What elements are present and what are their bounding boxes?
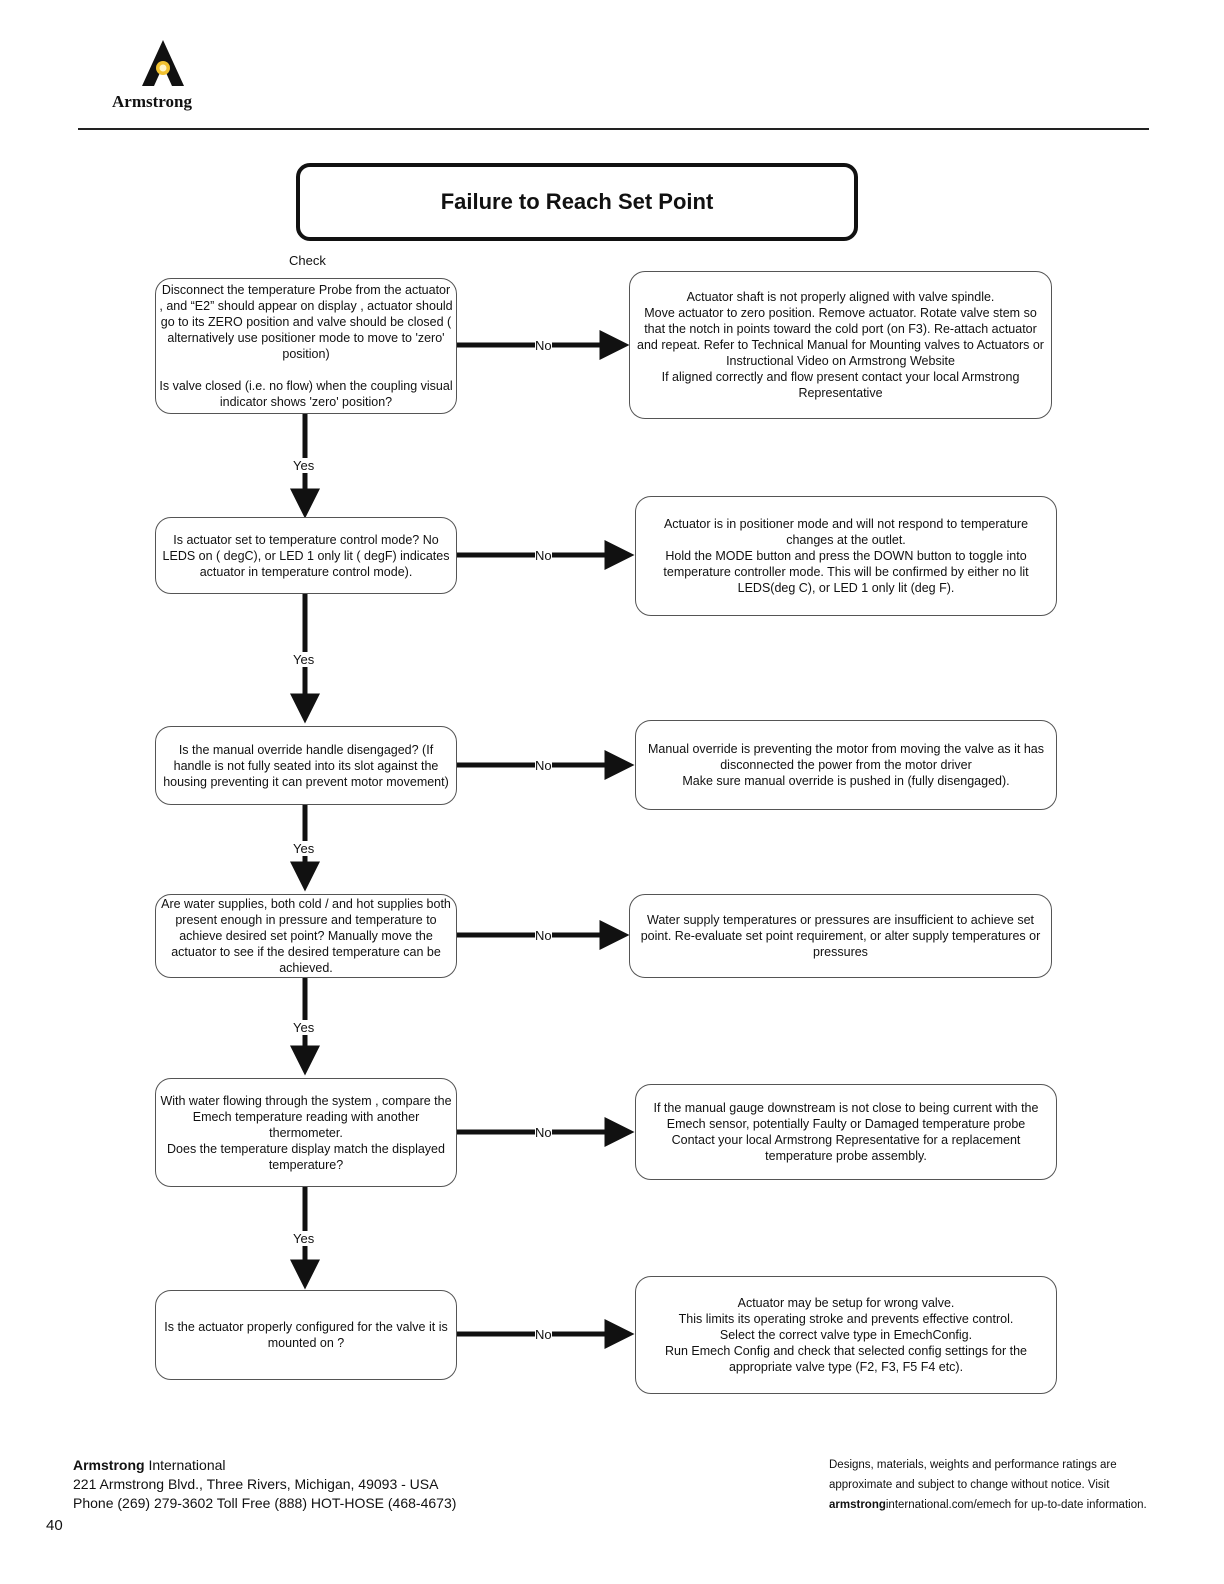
question-box-6: Is the actuator properly configured for …	[155, 1290, 457, 1380]
footer-disclaimer: Designs, materials, weights and performa…	[829, 1455, 1147, 1515]
action-box-1: Actuator shaft is not properly aligned w…	[629, 271, 1052, 419]
question-box-1: Disconnect the temperature Probe from th…	[155, 278, 457, 414]
page-number: 40	[46, 1517, 63, 1534]
action-text-6: Actuator may be setup for wrong valve. T…	[664, 1296, 1027, 1374]
no-label-4: No	[535, 928, 552, 943]
question-box-5: With water flowing through the system , …	[155, 1078, 457, 1187]
disclaimer-line-1: Designs, materials, weights and performa…	[829, 1459, 1117, 1471]
footer-phone: Phone (269) 279-3602 Toll Free (888) HOT…	[73, 1495, 457, 1511]
action-text-3: Manual override is preventing the motor …	[647, 742, 1045, 788]
action-text-4: Water supply temperatures or pressures a…	[640, 913, 1041, 959]
question-box-2: Is actuator set to temperature control m…	[155, 517, 457, 594]
disclaimer-line-3: armstronginternational.com/emech for up-…	[829, 1495, 1147, 1515]
no-label-2: No	[535, 548, 552, 563]
armstrong-flame-icon	[142, 40, 184, 86]
title-box: Failure to Reach Set Point	[296, 163, 858, 241]
question-text-1: Disconnect the temperature Probe from th…	[159, 283, 453, 409]
action-box-3: Manual override is preventing the motor …	[635, 720, 1057, 810]
header-rule	[78, 128, 1149, 130]
page-title: Failure to Reach Set Point	[440, 189, 714, 214]
check-label: Check	[289, 253, 326, 268]
yes-label-2: Yes	[293, 652, 315, 667]
no-label-1: No	[535, 338, 552, 353]
action-box-2: Actuator is in positioner mode and will …	[635, 496, 1057, 616]
yes-label-4: Yes	[293, 1020, 315, 1035]
yes-label-5: Yes	[293, 1231, 315, 1246]
action-text-5: If the manual gauge downstream is not cl…	[653, 1101, 1039, 1163]
footer-company: Armstrong International	[73, 1457, 226, 1473]
question-text-2: Is actuator set to temperature control m…	[162, 532, 450, 579]
logo	[142, 40, 184, 88]
action-text-1: Actuator shaft is not properly aligned w…	[637, 290, 1044, 400]
action-box-4: Water supply temperatures or pressures a…	[629, 894, 1052, 978]
question-box-4: Are water supplies, both cold / and hot …	[155, 894, 457, 978]
footer-contact: Armstrong International 221 Armstrong Bl…	[73, 1456, 456, 1513]
yes-label-1: Yes	[293, 458, 315, 473]
action-text-2: Actuator is in positioner mode and will …	[663, 517, 1029, 595]
question-text-4: Are water supplies, both cold / and hot …	[161, 897, 451, 975]
question-box-3: Is the manual override handle disengaged…	[155, 726, 457, 805]
question-text-6: Is the actuator properly configured for …	[164, 1320, 448, 1350]
action-box-6: Actuator may be setup for wrong valve. T…	[635, 1276, 1057, 1394]
action-box-5: If the manual gauge downstream is not cl…	[635, 1084, 1057, 1180]
question-text-3: Is the manual override handle disengaged…	[163, 742, 449, 789]
no-label-3: No	[535, 758, 552, 773]
logo-text: Armstrong	[112, 92, 192, 111]
disclaimer-url-bold: armstrong	[829, 1499, 886, 1511]
question-text-5: With water flowing through the system , …	[160, 1093, 452, 1172]
footer-address: 221 Armstrong Blvd., Three Rivers, Michi…	[73, 1476, 439, 1492]
disclaimer-url-rest: international.com/emech for up-to-date i…	[885, 1499, 1147, 1511]
yes-label-3: Yes	[293, 841, 315, 856]
disclaimer-line-2: approximate and subject to change withou…	[829, 1479, 1110, 1491]
no-label-6: No	[535, 1327, 552, 1342]
no-label-5: No	[535, 1125, 552, 1140]
